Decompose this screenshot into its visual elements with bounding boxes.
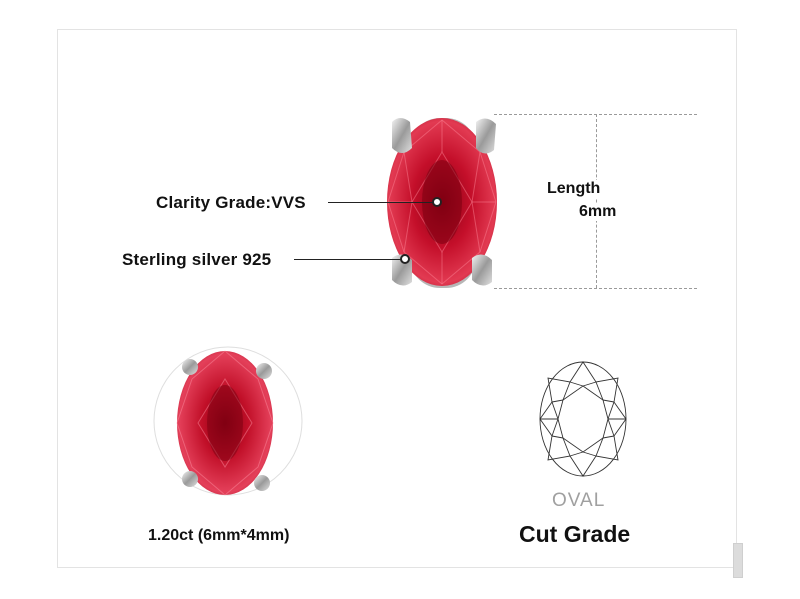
dimension-vertical-line — [596, 114, 597, 288]
dimension-top-line — [494, 114, 697, 115]
clarity-grade-label: Clarity Grade:VVS — [156, 193, 306, 212]
scrollbar-thumb[interactable] — [733, 543, 743, 578]
stone-top-view-image — [153, 346, 303, 496]
material-label: Sterling silver 925 — [122, 250, 272, 269]
oval-cut-diagram-icon — [539, 361, 627, 477]
dimension-label: Length — [547, 180, 603, 198]
stone-weight-size: 1.20ct (6mm*4mm) — [148, 527, 290, 544]
dimension-bottom-line — [494, 288, 697, 289]
dimension-value: 6mm — [577, 203, 619, 221]
clarity-pointer-dot — [432, 197, 442, 207]
clarity-leader-line — [328, 202, 434, 203]
cut-shape-label: OVAL — [552, 490, 606, 511]
cut-grade-title: Cut Grade — [519, 521, 631, 547]
material-leader-line — [294, 259, 404, 260]
earring-front-image — [387, 118, 497, 288]
material-pointer-dot — [400, 254, 410, 264]
